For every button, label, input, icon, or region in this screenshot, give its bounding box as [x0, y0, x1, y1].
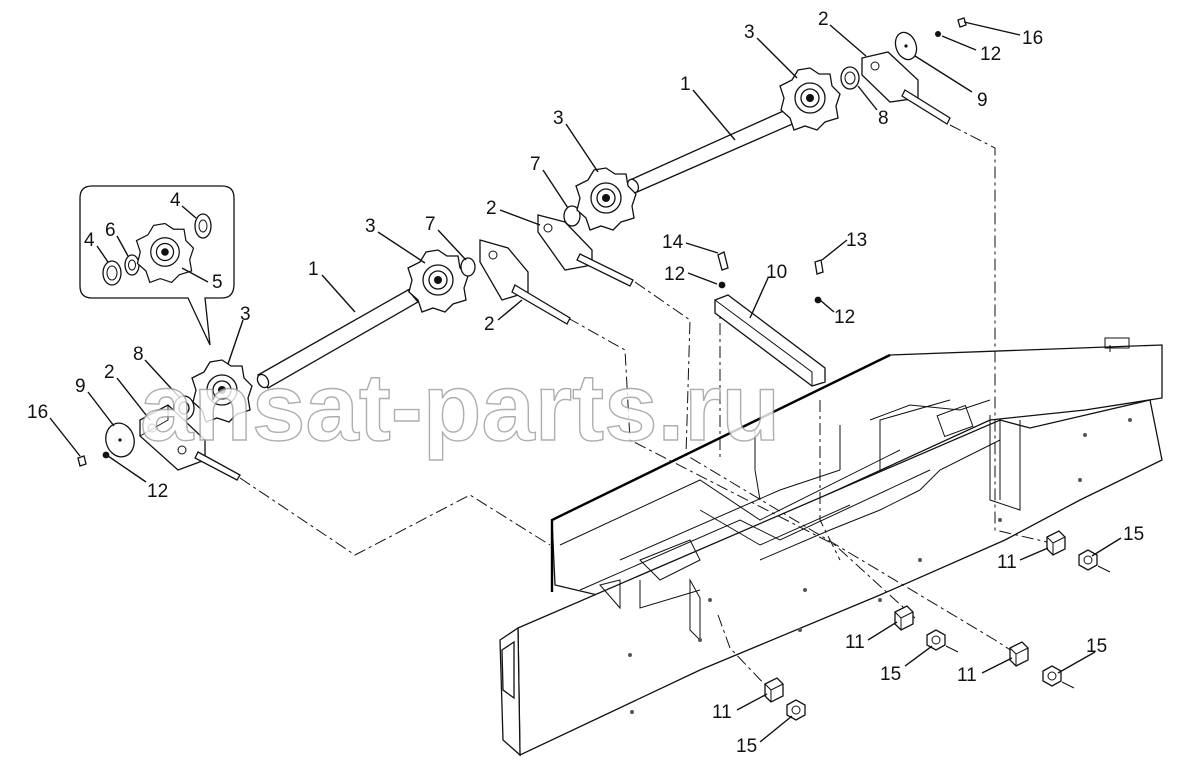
callout-14-screw: 14 — [662, 232, 684, 253]
callout-3-front: 3 — [240, 304, 251, 325]
bar-assembly — [714, 251, 826, 387]
callout-3-rear: 3 — [744, 22, 755, 43]
bushing-middle — [460, 257, 476, 277]
callout-11-bottom: 11 — [712, 702, 732, 723]
callout-15-right: 15 — [1123, 524, 1144, 545]
callout-4-inset-right: 4 — [170, 190, 181, 211]
callout-11-right: 11 — [997, 552, 1017, 573]
callout-11-middle: 11 — [845, 632, 865, 653]
callout-3-upper-middle: 3 — [553, 108, 564, 129]
callout-6-inset: 6 — [105, 220, 116, 241]
callout-1-front-shaft: 1 — [308, 259, 319, 280]
callout-15-middle: 15 — [880, 664, 901, 685]
bearing-rear — [840, 66, 860, 90]
callout-2-rear: 2 — [818, 9, 829, 30]
callout-5-inset: 5 — [212, 272, 223, 293]
callout-2-lower-middle: 2 — [484, 314, 495, 335]
frame-holes — [628, 418, 1132, 714]
callout-12-rear: 12 — [980, 44, 1001, 65]
callout-9-front: 9 — [75, 376, 86, 397]
rear-shaft-assembly — [575, 17, 967, 231]
callout-11-lower-right: 11 — [957, 665, 977, 686]
callout-4-inset-left: 4 — [84, 230, 95, 251]
callout-8-rear: 8 — [878, 108, 889, 129]
callout-10-bar: 10 — [766, 262, 787, 283]
callout-7-upper: 7 — [530, 154, 541, 175]
callout-3-middle: 3 — [365, 216, 376, 237]
callout-12-front: 12 — [147, 481, 168, 502]
callout-15-lower-right: 15 — [1086, 636, 1107, 657]
callout-2-front: 2 — [104, 362, 115, 383]
callout-12-screw14: 12 — [664, 264, 685, 285]
leader-lines — [49, 21, 1122, 743]
callout-labels: 1 1 2 2 2 2 3 3 3 3 4 4 5 6 7 7 8 8 9 9 … — [27, 9, 1144, 757]
assembly-centerlines — [239, 124, 1061, 691]
callout-15-bottom: 15 — [736, 736, 757, 757]
callout-16-rear: 16 — [1022, 28, 1043, 49]
callout-7-middle: 7 — [425, 214, 436, 235]
callout-13-screw: 13 — [846, 230, 867, 251]
detail-inset — [79, 185, 235, 346]
callout-1-rear-shaft: 1 — [680, 74, 691, 95]
main-frame — [499, 337, 1163, 757]
callout-12-screw13: 12 — [834, 307, 855, 328]
callout-16-front: 16 — [27, 402, 48, 423]
front-shaft-assembly — [77, 287, 424, 481]
callout-9-rear: 9 — [977, 90, 988, 111]
middle-shaft-assembly — [407, 205, 634, 325]
fasteners — [764, 530, 1111, 721]
callout-8-front: 8 — [133, 344, 144, 365]
rear-shaft — [629, 107, 798, 193]
callout-2-upper-middle: 2 — [486, 198, 497, 219]
watermark: ansat-parts.ru — [140, 354, 780, 461]
